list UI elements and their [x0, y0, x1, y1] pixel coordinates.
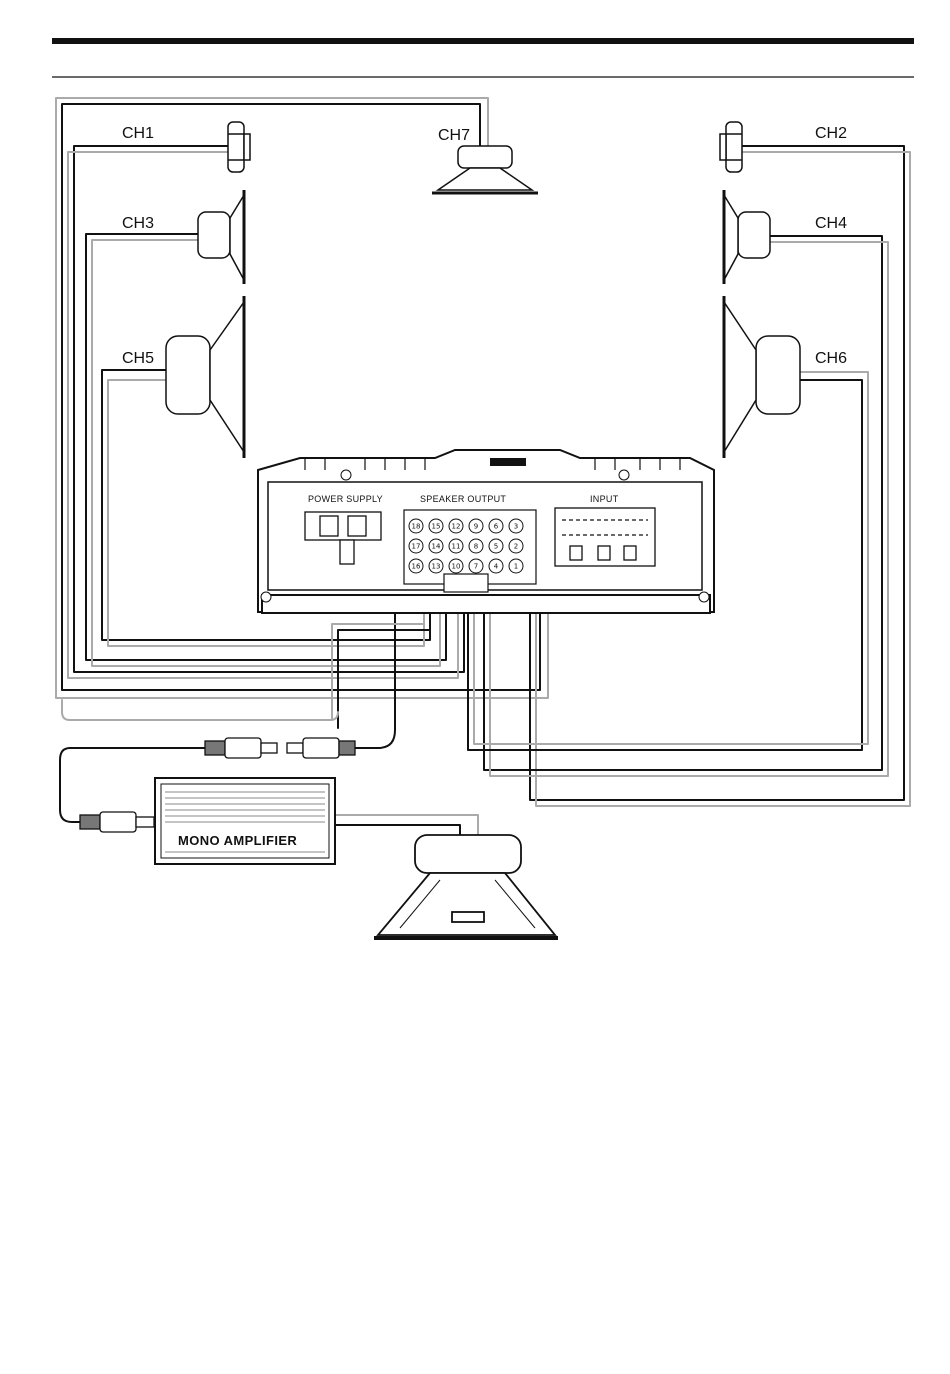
terminal-pin-1: 1 [509, 559, 523, 573]
terminal-pin-16: 16 [409, 559, 423, 573]
screw-icon [619, 470, 629, 480]
label-ch5: CH5 [122, 350, 154, 367]
input-connector [555, 508, 655, 566]
terminal-pin-label: 7 [474, 563, 478, 571]
speaker-ch6 [724, 296, 800, 458]
terminal-pin-label: 11 [452, 543, 461, 551]
terminal-pin-8: 8 [469, 539, 483, 553]
screw-icon [699, 592, 709, 602]
terminal-pin-label: 17 [412, 543, 421, 551]
terminal-pin-label: 18 [412, 523, 421, 531]
terminal-pin-label: 4 [494, 563, 499, 571]
screw-icon [261, 592, 271, 602]
terminal-pin-18: 18 [409, 519, 423, 533]
terminal-pin-label: 3 [514, 523, 518, 531]
subwoofer [374, 835, 558, 938]
terminal-pin-label: 10 [452, 563, 461, 571]
terminal-pin-4: 4 [489, 559, 503, 573]
mono-amplifier: MONO AMPLIFIER [155, 778, 335, 864]
terminal-pin-10: 10 [449, 559, 463, 573]
terminal-pin-label: 12 [452, 523, 461, 531]
terminal-pin-label: 6 [494, 523, 499, 531]
label-ch1: CH1 [122, 125, 154, 142]
terminal-pin-5: 5 [489, 539, 503, 553]
label-ch4: CH4 [815, 215, 847, 232]
speaker-ch7 [432, 146, 538, 193]
wire-loop-bottom [62, 700, 338, 720]
terminal-pin-3: 3 [509, 519, 523, 533]
terminal-pin-label: 8 [474, 543, 478, 551]
label-ch3: CH3 [122, 215, 154, 232]
terminal-pin-7: 7 [469, 559, 483, 573]
power-supply-label: POWER SUPPLY [308, 494, 383, 504]
head-unit: POWER SUPPLY SPEAKER OUTPUT INPUT [258, 450, 714, 613]
terminal-pin-2: 2 [509, 539, 523, 553]
speaker-output-label: SPEAKER OUTPUT [420, 494, 506, 504]
label-ch6: CH6 [815, 350, 847, 367]
terminal-pin-label: 15 [432, 523, 441, 531]
speaker-ch3 [198, 190, 244, 284]
rca-connector-amp [80, 812, 154, 832]
terminal-pin-label: 13 [432, 563, 441, 571]
input-label: INPUT [590, 494, 619, 504]
header-thick-rule [52, 38, 914, 44]
terminal-pin-label: 9 [474, 523, 478, 531]
label-ch2: CH2 [815, 125, 847, 142]
terminal-pin-9: 9 [469, 519, 483, 533]
tweeter-ch2 [720, 122, 742, 172]
terminal-pin-label: 5 [494, 543, 498, 551]
terminal-pin-12: 12 [449, 519, 463, 533]
terminal-pin-6: 6 [489, 519, 503, 533]
terminal-pin-label: 1 [514, 563, 518, 571]
mono-amplifier-label: MONO AMPLIFIER [178, 833, 297, 848]
rca-connector-pair [205, 738, 355, 758]
tweeter-ch1 [228, 122, 250, 172]
speaker-ch4 [724, 190, 770, 284]
terminal-pin-label: 14 [432, 543, 441, 551]
terminal-pin-label: 16 [412, 563, 421, 571]
terminal-pin-14: 14 [429, 539, 443, 553]
speaker-ch5 [166, 296, 244, 458]
label-ch7: CH7 [438, 127, 470, 144]
terminal-pin-17: 17 [409, 539, 423, 553]
terminal-pin-label: 2 [514, 543, 518, 551]
terminal-pin-13: 13 [429, 559, 443, 573]
terminal-pin-15: 15 [429, 519, 443, 533]
terminal-pin-11: 11 [449, 539, 463, 553]
screw-icon [341, 470, 351, 480]
